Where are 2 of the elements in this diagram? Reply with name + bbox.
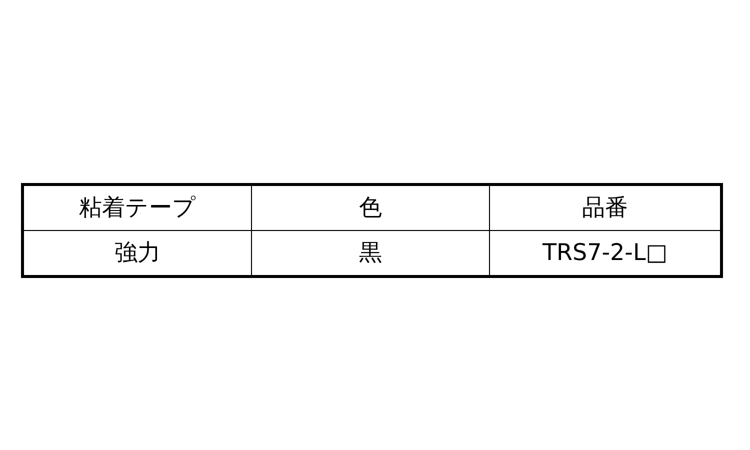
table-cell: 色 [252, 184, 490, 230]
table-cell: 粘着テープ [22, 184, 252, 230]
